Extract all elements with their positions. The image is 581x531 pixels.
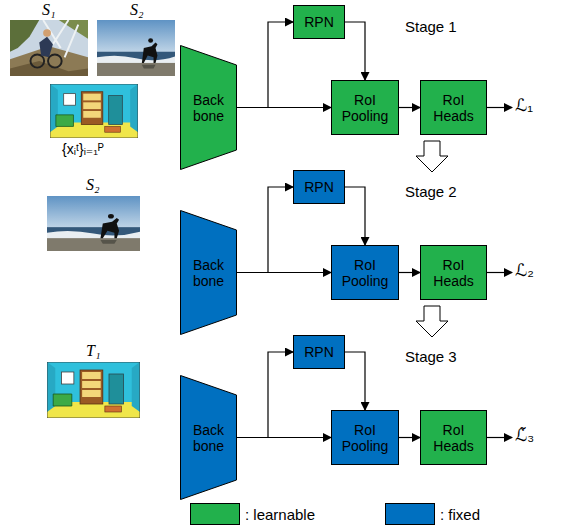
node-label: RPN <box>304 179 334 195</box>
roi-pooling-box: RoI Pooling <box>331 410 399 465</box>
connector-arrow <box>399 107 420 108</box>
legend-text: : learnable <box>245 506 315 523</box>
node-label: Back bone <box>189 422 229 454</box>
roi-heads-box: RoI Heads <box>420 245 487 300</box>
node-label: RoI Heads <box>430 422 478 454</box>
source-domain-label: S₁ <box>42 1 56 19</box>
node-label: RoI Pooling <box>338 257 392 289</box>
rpn-box: RPN <box>293 5 345 39</box>
connector-arrow <box>345 187 365 245</box>
target-domain-label: T₁ <box>86 342 100 360</box>
trapezoid-fill <box>181 211 237 335</box>
connector-arrow <box>237 187 293 273</box>
stage-label: Stage 2 <box>405 183 457 200</box>
node-label: RoI Pooling <box>338 422 392 454</box>
legend-swatch <box>385 503 435 525</box>
legend-swatch <box>190 503 240 525</box>
connector-arrow <box>399 272 420 273</box>
node-label: RoI Pooling <box>338 92 392 124</box>
rpn-box: RPN <box>293 170 345 204</box>
target-sample-label: {xᵢᵗ}ᵢ₌₁ᴾ <box>62 141 104 157</box>
legend-text: : fixed <box>440 506 480 523</box>
output-arrow <box>487 272 512 273</box>
loss-arrows <box>487 108 512 438</box>
trapezoid-fill <box>181 376 237 500</box>
roi-pooling-box: RoI Pooling <box>331 80 399 135</box>
connector-arrow <box>345 352 365 410</box>
connector-arrow <box>237 22 293 108</box>
node-label: RoI Heads <box>430 92 478 124</box>
node-label: RPN <box>304 14 334 30</box>
node-label: RPN <box>304 344 334 360</box>
node-label: RoI Heads <box>430 257 478 289</box>
stage-label: Stage 3 <box>405 348 457 365</box>
loss-label: ℒ₁ <box>515 96 533 116</box>
node-label: Back bone <box>189 92 229 124</box>
connector-arrow <box>345 22 365 80</box>
stage-label: Stage 1 <box>405 18 457 35</box>
connector-arrow <box>237 352 293 438</box>
roi-heads-box: RoI Heads <box>420 410 487 465</box>
backbone-trapezoid: Back bone <box>180 45 237 170</box>
connector-arrow <box>399 437 420 438</box>
output-arrow <box>487 107 512 108</box>
loss-label: ℒ̃₃ <box>515 426 534 446</box>
loss-label: ℒ₂ <box>515 261 534 281</box>
trapezoid-fill <box>181 46 237 170</box>
roi-pooling-box: RoI Pooling <box>331 245 399 300</box>
node-label: Back bone <box>189 257 229 289</box>
source-domain-label: S₂ <box>86 176 100 194</box>
backbone-trapezoid: Back bone <box>180 210 237 335</box>
rpn-box: RPN <box>293 335 345 369</box>
backbone-trapezoid: Back bone <box>180 375 237 500</box>
output-arrow <box>487 437 512 438</box>
roi-heads-box: RoI Heads <box>420 80 487 135</box>
source-domain-label: S₂ <box>130 1 144 19</box>
